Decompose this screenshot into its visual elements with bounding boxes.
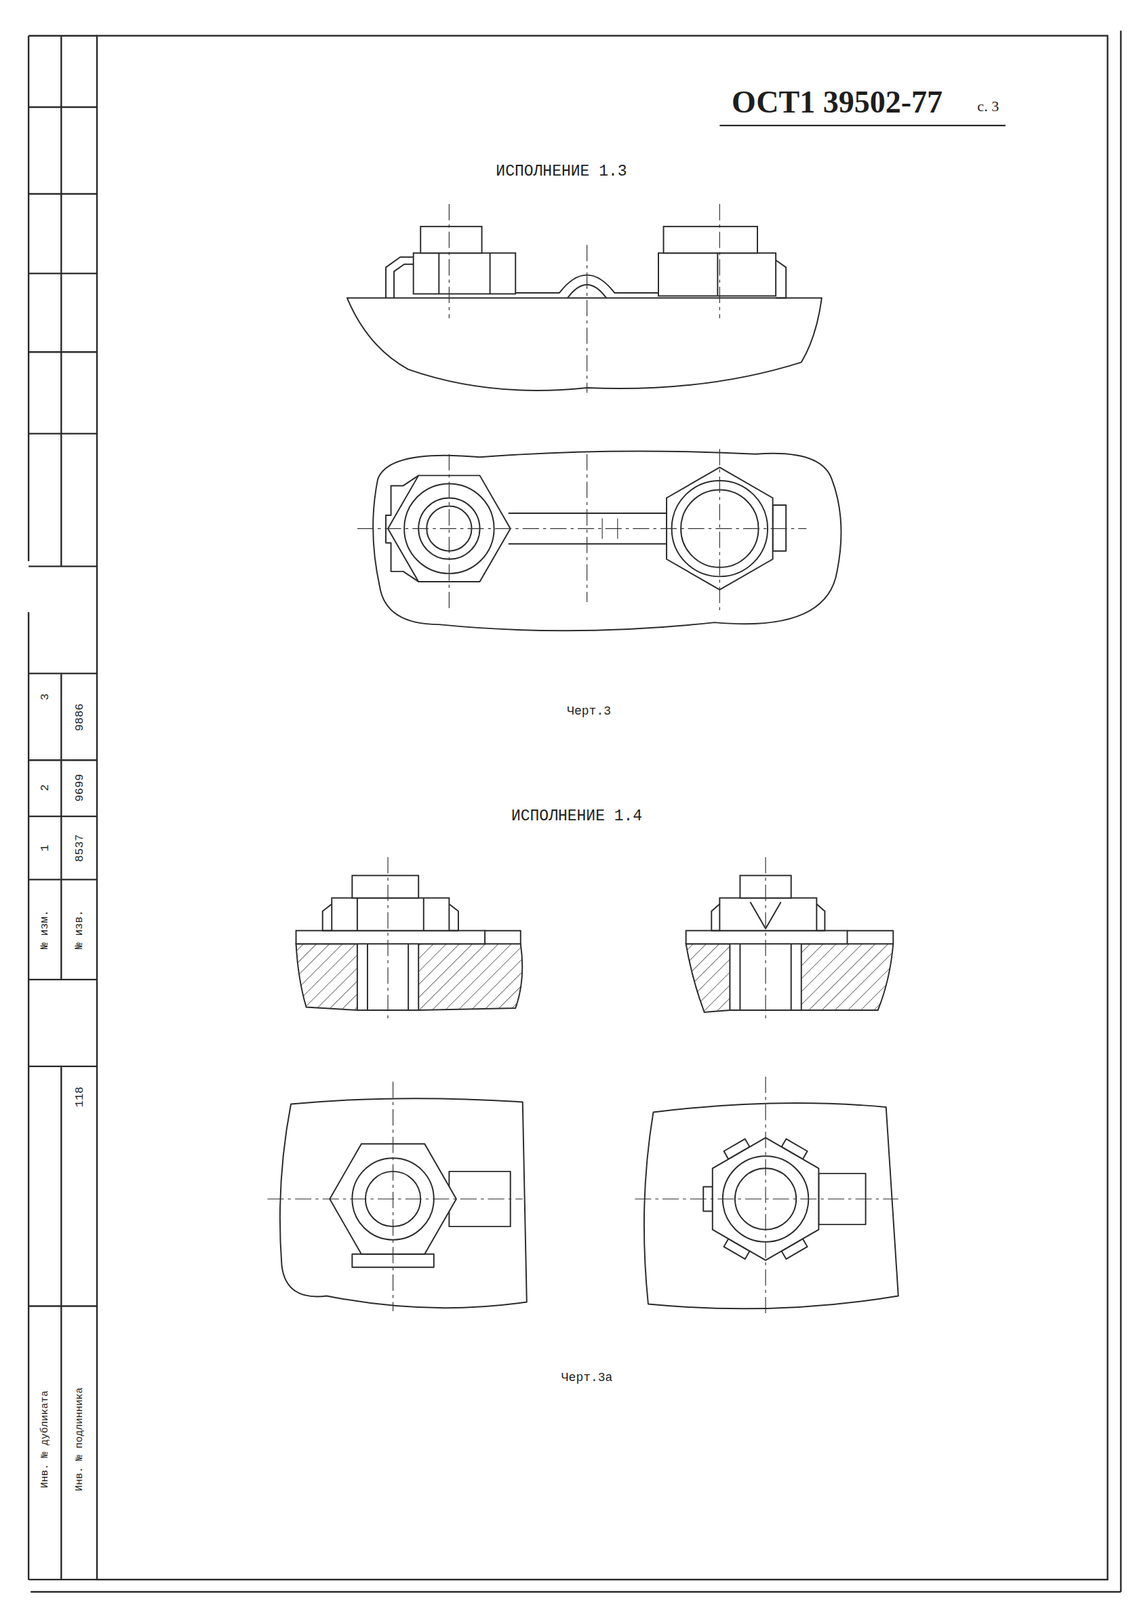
margin-cell [28, 432, 97, 434]
margin-cell [28, 272, 97, 274]
section-view-right [686, 857, 894, 1021]
part-edge [847, 931, 894, 945]
stamp-line [28, 672, 97, 675]
sheet-number: с. 3 [977, 98, 999, 114]
inner-frame [96, 35, 1108, 1580]
frame-line [27, 612, 30, 1580]
nut-face [438, 252, 490, 294]
sheet-frame [28, 30, 1121, 1593]
notice-number: 9699 [73, 774, 86, 803]
stud-end [351, 875, 419, 898]
nut [658, 252, 776, 296]
nut-face [716, 252, 719, 296]
change-number: 1 [39, 844, 51, 852]
center-line [586, 454, 588, 603]
part-edge [484, 931, 521, 945]
center-line [448, 204, 450, 319]
stamp-line [28, 1065, 97, 1068]
margin-column [60, 35, 62, 567]
hatched-part [686, 943, 731, 1013]
lock-washer [296, 931, 486, 945]
hatched-part [296, 943, 358, 1011]
frame-line [28, 1579, 97, 1581]
figure-caption: Черт.3 [566, 705, 611, 718]
nut [719, 897, 817, 931]
stamp-heading: № изв. [73, 910, 85, 950]
center-line [586, 244, 588, 393]
plan-view-right [634, 1076, 898, 1317]
outer-edge [1120, 30, 1122, 1593]
hatched-part [418, 943, 523, 1011]
change-number: 2 [39, 784, 51, 792]
plan-view-left [267, 1081, 527, 1312]
stamp-heading: Инв. № подлинника [74, 1387, 85, 1492]
stamp-heading: Инв. № дубликата [40, 1390, 51, 1489]
margin-column [60, 673, 62, 980]
variant-heading: ИСПОЛНЕНИЕ 1.4 [511, 808, 643, 825]
outer-edge [30, 1591, 1121, 1593]
part-outline [372, 450, 841, 631]
center-line [764, 1076, 766, 1317]
margin-cell [28, 565, 97, 567]
center-line [764, 857, 766, 1021]
variant-heading: ИСПОЛНЕНИЕ 1.3 [495, 163, 627, 180]
part-outline [280, 1098, 527, 1309]
stamp-heading: № изм. [39, 910, 51, 950]
center-line [634, 1198, 898, 1200]
center-line [357, 528, 807, 529]
center-line [719, 204, 721, 319]
center-line [392, 1081, 394, 1312]
document-code: ОСТ1 39502-77 [731, 86, 943, 118]
center-line [387, 857, 388, 1021]
margin-column [60, 1066, 62, 1580]
change-number: 3 [39, 693, 51, 701]
stamp-line [28, 815, 97, 818]
lock-plate-side-view [347, 204, 822, 393]
section-view-left [296, 857, 523, 1021]
header-underline [719, 124, 1006, 127]
lock-plate-plan-view [357, 448, 842, 631]
margin-cell [28, 106, 97, 108]
stud-end [663, 226, 758, 253]
frame-line [27, 35, 30, 562]
notice-number: 8537 [73, 834, 86, 863]
washer-tab [773, 505, 787, 552]
washer-tab [385, 256, 414, 298]
center-line [448, 454, 450, 613]
stamp-line [28, 1305, 97, 1307]
stamp-line [28, 759, 97, 761]
tick [602, 518, 603, 540]
stamp-line [28, 979, 97, 981]
center-line [267, 1198, 523, 1200]
hatched-part [801, 943, 894, 1011]
stud-end [420, 226, 482, 253]
lock-washer [686, 931, 848, 945]
margin-cell [28, 193, 97, 195]
frame-line [28, 34, 97, 36]
nut [331, 897, 449, 931]
margin-cell [28, 351, 97, 353]
base-part [347, 297, 822, 390]
nut-face [357, 897, 424, 931]
washer-tab [775, 260, 786, 299]
center-line [719, 448, 721, 613]
nut [413, 252, 517, 294]
inventory-number: 118 [73, 1086, 86, 1108]
notice-number: 9886 [73, 703, 86, 732]
stamp-line [28, 878, 97, 881]
part-outline [644, 1103, 899, 1309]
figure-caption: Черт.3а [561, 1371, 613, 1384]
